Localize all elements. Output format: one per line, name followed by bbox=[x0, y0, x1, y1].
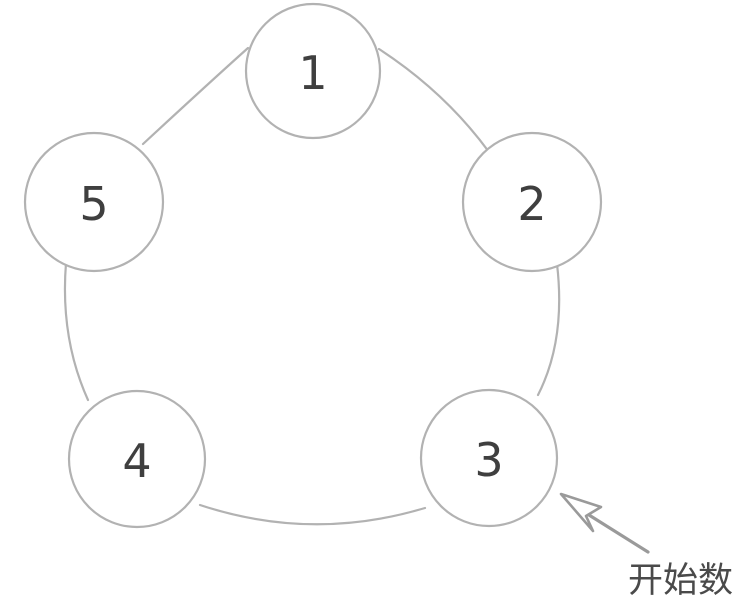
start-count-label: 开始数 bbox=[628, 561, 733, 601]
arrow-shaft-line bbox=[587, 513, 650, 554]
node-3-label: 3 bbox=[474, 433, 503, 487]
arc-node1-to-node2 bbox=[377, 47, 491, 154]
node-5-label: 5 bbox=[79, 177, 108, 231]
node-2[interactable]: 2 bbox=[461, 131, 603, 273]
node-4[interactable]: 4 bbox=[67, 389, 207, 529]
node-1-circle[interactable] bbox=[244, 2, 382, 140]
arc-node2-to-node3 bbox=[536, 262, 561, 397]
ring-connections bbox=[63, 46, 561, 526]
node-1[interactable]: 1 bbox=[244, 2, 382, 140]
node-4-circle[interactable] bbox=[67, 389, 207, 529]
arc-node3-to-node4 bbox=[198, 503, 427, 526]
arc-node4-to-node5 bbox=[63, 261, 90, 402]
node-3-circle[interactable] bbox=[419, 388, 559, 528]
node-2-label: 2 bbox=[517, 177, 546, 231]
node-3[interactable]: 3 bbox=[419, 388, 559, 528]
node-1-label: 1 bbox=[298, 46, 327, 100]
node-4-label: 4 bbox=[122, 434, 151, 488]
arrow-head-icon bbox=[559, 492, 603, 533]
node-2-circle[interactable] bbox=[461, 131, 603, 273]
node-5-circle[interactable] bbox=[23, 131, 165, 273]
arc-node5-to-node1 bbox=[141, 46, 250, 146]
start-count-arrow bbox=[559, 492, 650, 554]
node-5[interactable]: 5 bbox=[23, 131, 165, 273]
